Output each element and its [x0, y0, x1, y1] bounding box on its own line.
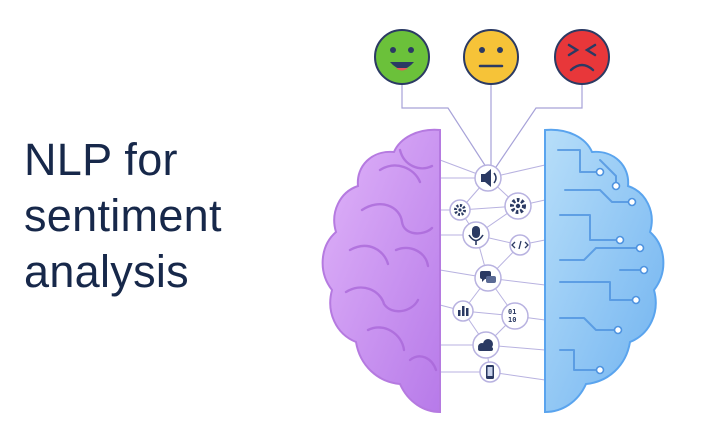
- title-line-3: analysis: [24, 246, 189, 297]
- angry-face-icon: [554, 29, 610, 85]
- node-phone: [479, 361, 501, 383]
- gear-icon: [510, 198, 526, 214]
- node-gear-large: [504, 192, 532, 220]
- title-line-2: sentiment: [24, 190, 222, 241]
- left-brain-hemisphere: [321, 128, 441, 414]
- title-line-1: NLP for: [24, 134, 178, 185]
- emoji-connectors: [401, 84, 583, 171]
- right-brain-hemisphere: [544, 128, 665, 414]
- node-chart: [452, 300, 474, 322]
- microphone-icon: [468, 226, 484, 245]
- node-gear-small: [449, 199, 471, 221]
- chat-bubbles-icon: [480, 271, 496, 283]
- code-tag-icon: [511, 240, 529, 250]
- binary-code-icon: 01 10: [508, 308, 516, 324]
- gear-icon: [454, 204, 466, 216]
- bar-chart-icon: [458, 306, 469, 316]
- node-code: [509, 234, 531, 256]
- speaker-icon: [481, 169, 497, 187]
- svg-text:10: 10: [508, 316, 516, 324]
- node-cloud: [472, 331, 500, 359]
- cloud-icon: [478, 339, 493, 351]
- node-speaker: [474, 164, 502, 192]
- svg-text:01: 01: [508, 308, 516, 316]
- page-title: NLP for sentiment analysis: [24, 132, 222, 300]
- phone-icon: [486, 365, 494, 379]
- happy-face-icon: [374, 29, 430, 85]
- node-microphone: [462, 221, 490, 249]
- node-chat: [474, 264, 502, 292]
- neutral-face-icon: [463, 29, 519, 85]
- node-binary: 01 10: [501, 302, 529, 330]
